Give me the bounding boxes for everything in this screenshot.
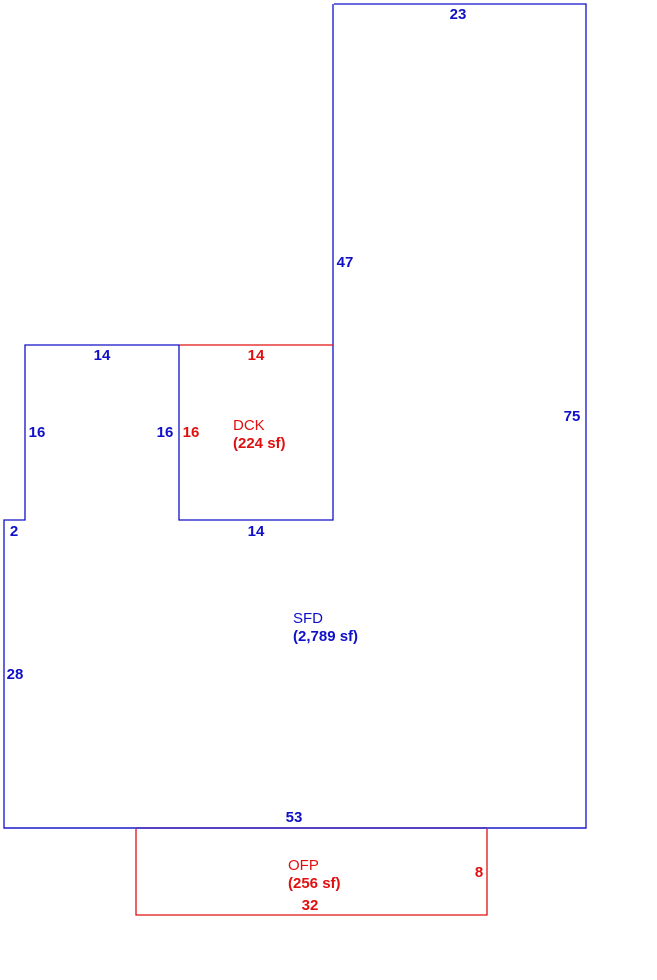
dim-dck-top: 14 [248,347,265,364]
area-sfd-size: (2,789 sf) [293,628,358,645]
dim-sfd-right: 75 [564,408,581,425]
dim-sfd-bottom: 53 [286,809,303,826]
dim-sfd-left: 28 [7,666,24,683]
ofp-outline [135,829,488,916]
dim-sfd-top: 23 [450,6,467,23]
dim-sfd-inner-vertical: 47 [337,254,354,271]
sfd-outline [3,3,587,829]
dim-sfd-wing-left: 16 [29,424,46,441]
area-dck-code: DCK [233,417,265,434]
dim-dck-left: 16 [183,424,200,441]
dim-ofp-bottom: 32 [302,897,319,914]
dim-sfd-wing-right: 16 [157,424,174,441]
area-ofp-code: OFP [288,857,319,874]
dim-sfd-step: 2 [10,523,18,540]
dim-ofp-right: 8 [475,864,483,881]
dim-sfd-notch-bottom: 14 [248,523,265,540]
area-sfd-code: SFD [293,610,323,627]
dim-sfd-wing-top: 14 [94,347,111,364]
area-ofp-size: (256 sf) [288,875,341,892]
area-dck-size: (224 sf) [233,435,286,452]
